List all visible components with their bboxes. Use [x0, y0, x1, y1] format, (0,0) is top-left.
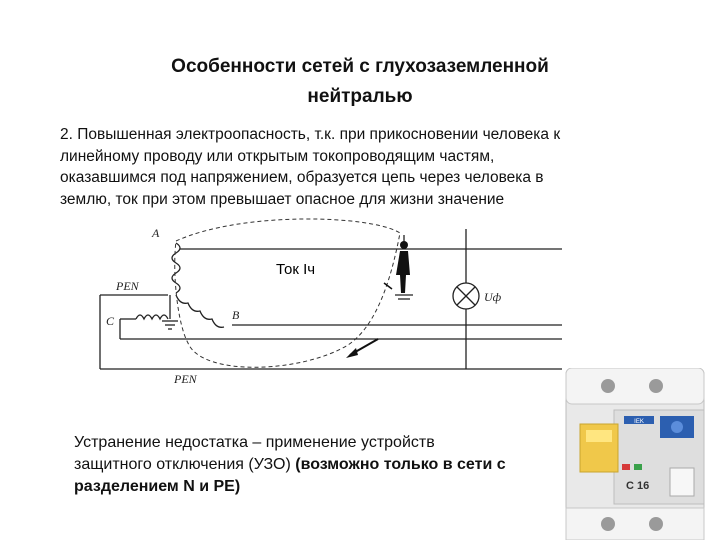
current-path	[174, 218, 401, 368]
note-bold: (возможно только в сети с	[295, 456, 506, 473]
terminal-screws	[601, 379, 663, 393]
note-line-2: защитного отключения (УЗО) (возможно тол…	[74, 454, 594, 476]
paragraph: 2. Повышенная электроопасность, т.к. при…	[60, 124, 660, 210]
lamp-icon	[452, 282, 480, 310]
label-b: B	[232, 308, 240, 322]
paragraph-line: 2. Повышенная электроопасность, т.к. при…	[60, 126, 561, 143]
device-brand: IEK	[634, 419, 644, 425]
person-ground	[395, 294, 413, 300]
title-line-1: Особенности сетей с глухозаземленной	[171, 56, 549, 77]
circuit-diagram: A B C PEN PEN Ток Iч Uф	[99, 218, 562, 386]
voltage-arrow	[383, 282, 393, 290]
winding-a	[171, 242, 181, 294]
note-line-1: Устранение недостатка – применение устро…	[74, 434, 435, 451]
neutral-ground	[162, 320, 178, 330]
current-label: Ток Iч	[276, 261, 315, 278]
person-icon	[396, 241, 410, 293]
device-rating: C 16	[626, 480, 649, 492]
note-plain: защитного отключения (УЗО)	[74, 456, 296, 473]
label-c: C	[106, 314, 115, 328]
title-line-2: нейтралью	[307, 86, 413, 107]
winding-b	[175, 294, 225, 328]
label-pen-top: PEN	[115, 279, 140, 293]
label-a: A	[151, 226, 160, 240]
note-text: Устранение недостатка – применение устро…	[74, 432, 594, 498]
indicator	[622, 464, 630, 470]
paragraph-line: оказавшимся под напряжением, образуется …	[60, 169, 544, 186]
paragraph-line: землю, ток при этом превышает опасное дл…	[60, 190, 505, 208]
label-pen-bottom: PEN	[173, 372, 198, 386]
rcd-device-image: IEK C 16	[565, 368, 705, 540]
note-line-3: разделением N и PE)	[74, 476, 594, 498]
slide-title: Особенности сетей с глухозаземленной ней…	[0, 52, 720, 112]
note-bold-2: разделением N и PE)	[74, 478, 241, 495]
paragraph-line: линейному проводу или открытым токопрово…	[60, 147, 495, 165]
winding-c	[135, 314, 169, 321]
current-arrow	[346, 338, 379, 358]
voltage-label: Uф	[484, 290, 502, 304]
current-label-bg	[272, 257, 352, 279]
